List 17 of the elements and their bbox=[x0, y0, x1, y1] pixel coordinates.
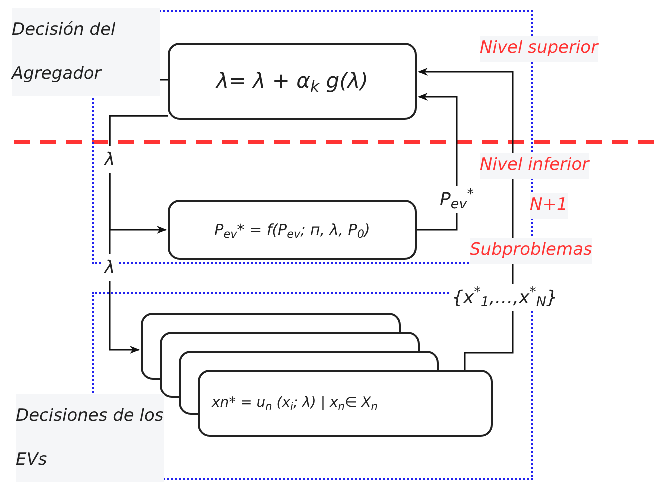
region-heading: Decisión del Agregador bbox=[12, 8, 160, 96]
stacked-card bbox=[141, 313, 401, 332]
rounded-box bbox=[198, 370, 493, 437]
rounded-box bbox=[168, 200, 417, 260]
region-heading: Decisiones de los EVs bbox=[16, 394, 164, 482]
formula-text: P$_{ev}$* = f(P$_{ev}$; п, λ, P$_{0}$) bbox=[214, 220, 370, 242]
level-label: Nivel superior bbox=[480, 36, 598, 62]
level-label: Subproblemas bbox=[470, 238, 592, 264]
arrow bbox=[417, 93, 458, 231]
formula-text: xn* = u$_{n}$ (x$_{i}$; λ) | x$_{n}$∈ X$_{n}$ bbox=[212, 394, 378, 414]
stacked-card bbox=[160, 332, 420, 351]
formula-text: λ= λ + α$_{k}$ g(λ) bbox=[216, 68, 368, 98]
level-label: Nivel inferior bbox=[480, 153, 590, 178]
level-label: N+1 bbox=[530, 193, 568, 218]
edge-label: λ bbox=[102, 254, 118, 282]
rounded-box bbox=[168, 43, 417, 120]
stacked-card bbox=[179, 351, 439, 370]
